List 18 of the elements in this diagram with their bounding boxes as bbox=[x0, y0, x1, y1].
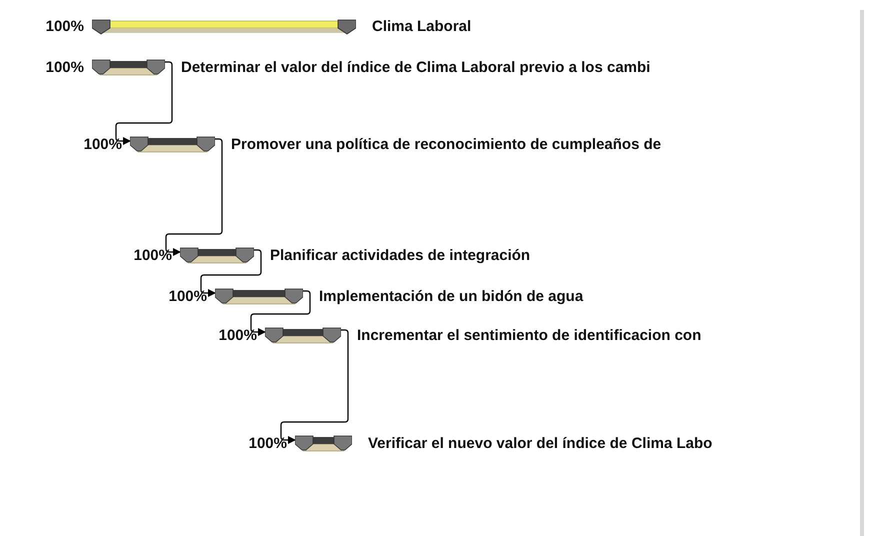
percent-complete: 100% bbox=[46, 59, 84, 77]
task-name: Implementación de un bidón de agua bbox=[319, 288, 584, 306]
percent-complete: 100% bbox=[168, 288, 207, 306]
percent-complete: 100% bbox=[46, 18, 84, 36]
task-name: Planificar actividades de integración bbox=[270, 247, 530, 265]
task-name: Verificar el nuevo valor del índice de Clima Labo bbox=[368, 435, 712, 453]
percent-complete: 100% bbox=[84, 136, 122, 154]
task-name: Determinar el valor del índice de Clima Laboral previo a los cambi bbox=[181, 59, 650, 77]
percent-complete: 100% bbox=[134, 247, 172, 265]
dependency-arrow bbox=[165, 138, 223, 256]
task-name: Promover una política de reconocimiento de cumpleaños de bbox=[231, 136, 662, 154]
summary-task-name: Clima Laboral bbox=[372, 18, 472, 36]
dependency-arrow bbox=[115, 61, 173, 145]
percent-complete: 100% bbox=[218, 327, 257, 345]
dependency-arrow bbox=[250, 290, 311, 336]
percent-complete: 100% bbox=[248, 435, 287, 453]
task-name: Incrementar el sentimiento de identificacion con bbox=[357, 327, 702, 345]
dependency-arrow bbox=[280, 329, 349, 444]
